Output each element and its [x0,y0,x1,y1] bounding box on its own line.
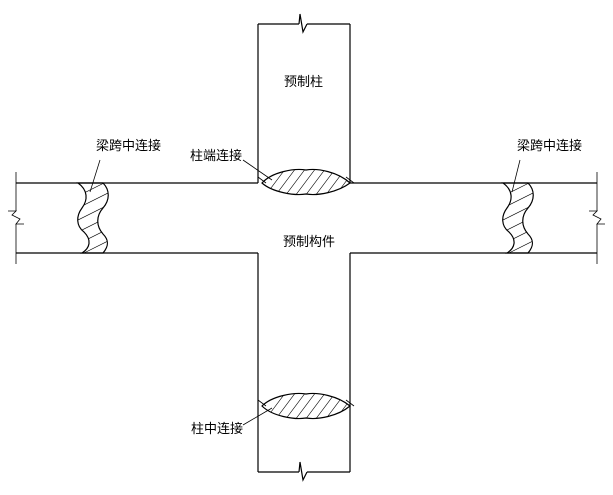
leader-column-mid [242,407,273,426]
leader-column-end [242,159,273,181]
column-mid-joint [257,392,355,420]
label-column-end-connection: 柱端连接 [190,148,242,164]
column-end-joint [257,168,355,196]
break-mark-top [298,13,308,34]
break-mark-bottom [298,461,308,482]
break-mark-right [589,210,605,225]
prefab-column-lower [257,253,351,482]
label-column-mid-connection: 柱中连接 [191,421,243,437]
label-beam-midspan-right: 梁跨中连接 [517,138,582,154]
label-prefab-member: 预制构件 [283,235,335,250]
prefab-column-upper [257,13,351,183]
leader-right [511,159,521,193]
break-mark-left [8,210,24,225]
leader-left [89,159,101,193]
prefab-member-outline [8,172,605,264]
label-beam-midspan-left: 梁跨中连接 [96,138,161,154]
leader-lines [89,159,521,426]
beam-midspan-joint-right [501,182,534,254]
label-prefab-column: 预制柱 [284,75,323,90]
beam-midspan-joint-left [76,182,109,254]
